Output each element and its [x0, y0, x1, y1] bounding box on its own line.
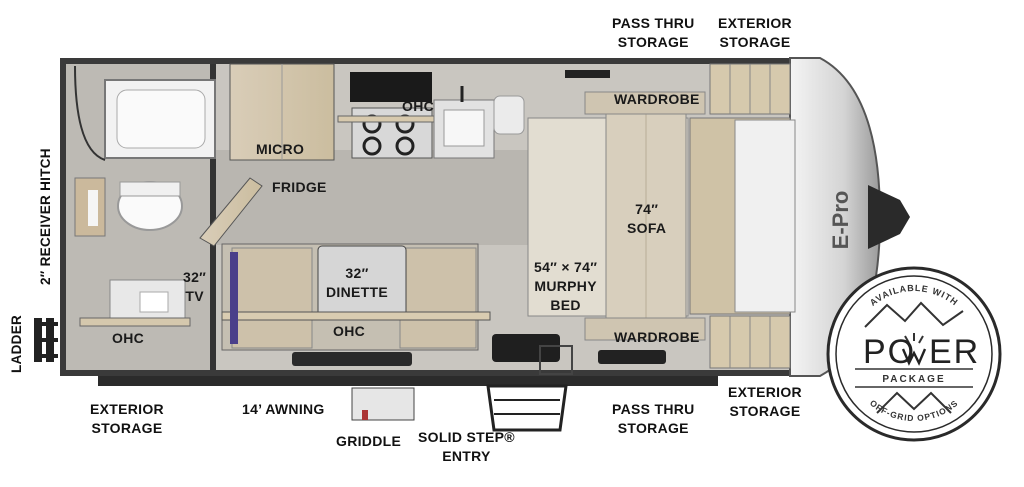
- receiver-hitch-label: 2″ RECEIVER HITCH: [38, 148, 53, 285]
- sun-icon: [904, 333, 924, 344]
- badge-subtitle: PACKAGE: [882, 374, 945, 385]
- wardrobe-bottom-label: WARDROBE: [614, 329, 700, 345]
- badge-title-right: ER: [929, 333, 980, 371]
- range-hood: [350, 72, 432, 102]
- tv-label: 32″ TV: [183, 269, 207, 304]
- dinette-label: 32″ DINETTE: [326, 265, 388, 300]
- fridge-label: FRIDGE: [272, 179, 327, 195]
- micro-label: MICRO: [256, 141, 305, 157]
- ohc-bath-label: OHC: [112, 330, 145, 346]
- ohc-dinette-label: OHC: [333, 323, 366, 339]
- griddle-unit: [351, 387, 415, 421]
- exterior-storage-bottom-left-label: EXTERIOR STORAGE: [90, 401, 164, 436]
- exterior-storage-top-label: EXTERIOR STORAGE: [718, 15, 792, 50]
- entry-step: [486, 384, 568, 432]
- murphy-bed-sofa: [492, 91, 706, 364]
- front-bedroom: [689, 63, 796, 369]
- badge-w-glyph: [901, 348, 927, 366]
- exterior-storage-bottom-right-label: EXTERIOR STORAGE: [728, 384, 802, 419]
- power-package-badge: AVAILABLE WITH PO ER PACKAGE OFF-GRID OP…: [826, 266, 1002, 442]
- ohc-kitchen-label: OHC: [402, 98, 435, 114]
- sofa-label: 74″ SOFA: [627, 201, 667, 236]
- kitchen: [199, 63, 610, 247]
- bathroom: [34, 64, 216, 370]
- pass-thru-storage-bottom-label: PASS THRU STORAGE: [612, 401, 695, 436]
- badge-title-left: PO: [863, 333, 916, 371]
- murphy-bed-label: 54″ × 74″ MURPHY BED: [534, 259, 598, 313]
- wardrobe-top-label: WARDROBE: [614, 91, 700, 107]
- model-badge: E-Pro: [828, 191, 853, 250]
- dinette: [221, 243, 491, 366]
- griddle-label: GRIDDLE: [336, 433, 402, 449]
- solid-step-entry-label: SOLID STEP® ENTRY: [418, 429, 515, 464]
- awning-label: 14’ AWNING: [242, 401, 325, 417]
- pass-thru-storage-top-label: PASS THRU STORAGE: [612, 15, 695, 50]
- exterior-items: [98, 345, 718, 432]
- ladder-label: LADDER: [9, 314, 24, 373]
- awning: [98, 376, 718, 386]
